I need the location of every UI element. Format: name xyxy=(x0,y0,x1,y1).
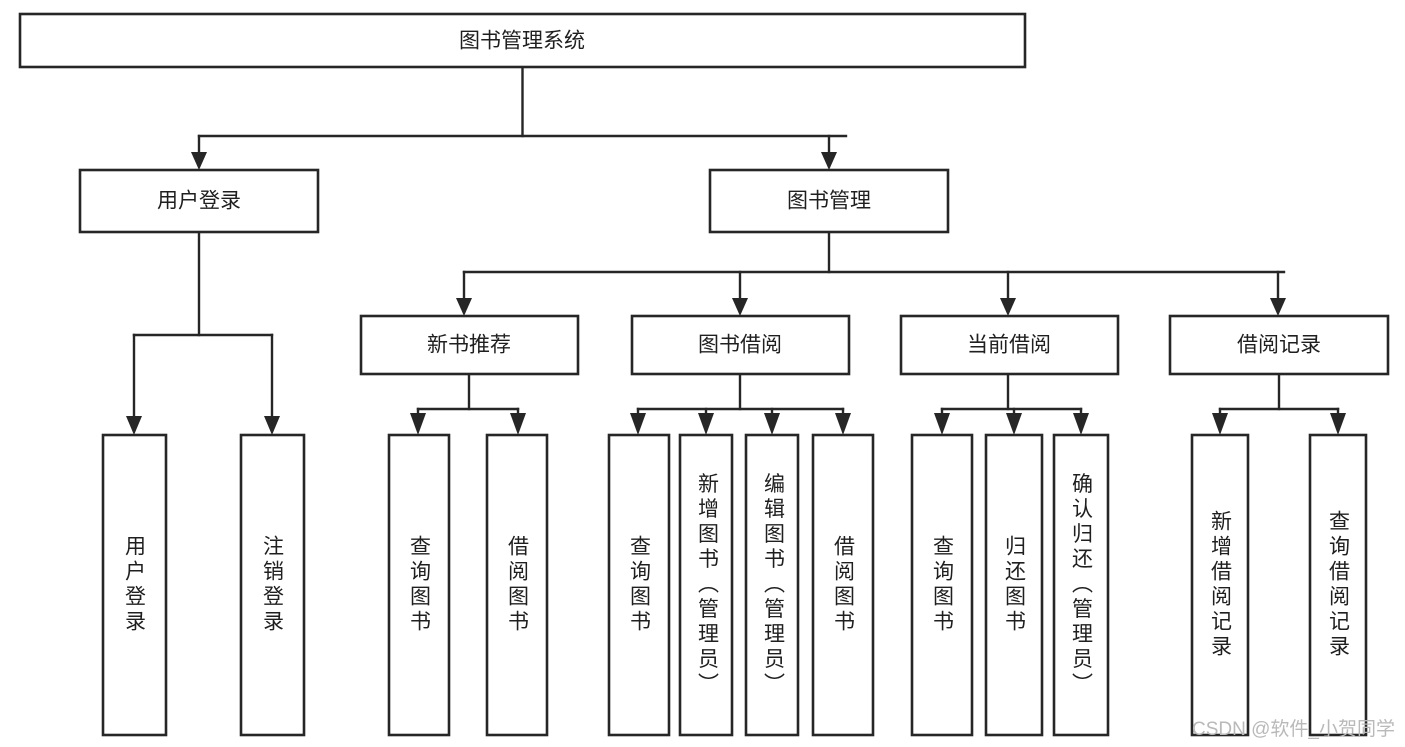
leaf-confirm-return-admin-box[interactable] xyxy=(1052,433,1110,737)
leaf-borrow-book-label: 借阅图书 xyxy=(832,535,856,635)
leaf-query-book-recommend-box[interactable] xyxy=(387,433,451,737)
leaf-user-login-box[interactable] xyxy=(101,433,168,737)
leaf-add-borrow-record-label: 新增借阅记录 xyxy=(1209,510,1233,660)
leaf-add-book-admin-box[interactable] xyxy=(678,433,734,737)
node-book-borrow-label: 图书借阅 xyxy=(698,334,782,357)
arrow-head-icon xyxy=(1073,413,1089,435)
leaf-logout[interactable]: 注销登录 xyxy=(239,433,306,737)
node-book-management[interactable]: 图书管理 xyxy=(708,168,950,234)
node-book-management-box[interactable] xyxy=(708,168,950,234)
node-new-book-recommend-label: 新书推荐 xyxy=(427,334,511,357)
leaf-query-book-borrow-label: 查询图书 xyxy=(628,535,652,635)
node-borrow-records[interactable]: 借阅记录 xyxy=(1168,314,1390,376)
node-new-book-recommend[interactable]: 新书推荐 xyxy=(359,314,580,376)
leaf-query-book-current[interactable]: 查询图书 xyxy=(910,433,974,737)
leaf-query-book-borrow[interactable]: 查询图书 xyxy=(607,433,671,737)
arrow-head-icon xyxy=(510,413,526,435)
arrow-head-icon xyxy=(1006,413,1022,435)
node-book-borrow[interactable]: 图书借阅 xyxy=(630,314,851,376)
arrow-head-icon xyxy=(1330,413,1346,435)
arrow-head-icon xyxy=(934,413,950,435)
arrow-head-icon xyxy=(1000,298,1016,316)
node-book-borrow-box[interactable] xyxy=(630,314,851,376)
leaf-add-book-admin[interactable]: 新增图书（管理员） xyxy=(678,433,734,737)
leaf-query-borrow-record-box[interactable] xyxy=(1308,433,1368,737)
leaf-user-login[interactable]: 用户登录 xyxy=(101,433,168,737)
arrow-head-icon xyxy=(835,413,851,435)
leaf-borrow-book-recommend[interactable]: 借阅图书 xyxy=(485,433,549,737)
leaf-add-borrow-record[interactable]: 新增借阅记录 xyxy=(1190,433,1250,737)
leaf-query-book-borrow-box[interactable] xyxy=(607,433,671,737)
leaf-query-borrow-record-label: 查询借阅记录 xyxy=(1327,510,1351,660)
arrow-head-icon xyxy=(764,413,780,435)
node-current-borrow[interactable]: 当前借阅 xyxy=(899,314,1120,376)
leaf-edit-book-admin-label: 编辑图书（管理员） xyxy=(762,473,786,698)
arrow-head-icon xyxy=(410,413,426,435)
connector-group-root xyxy=(191,65,848,170)
node-current-borrow-label: 当前借阅 xyxy=(967,334,1051,357)
node-book-management-label: 图书管理 xyxy=(787,190,871,213)
leaf-query-book-recommend-label: 查询图书 xyxy=(408,535,432,635)
leaf-borrow-book-recommend-label: 借阅图书 xyxy=(506,535,530,635)
node-user-login-label: 用户登录 xyxy=(157,190,241,213)
leaf-borrow-book-recommend-box[interactable] xyxy=(485,433,549,737)
leaf-confirm-return-admin-label: 确认归还（管理员） xyxy=(1070,473,1094,698)
node-root[interactable]: 图书管理系统 xyxy=(18,12,1027,69)
leaf-edit-book-admin[interactable]: 编辑图书（管理员） xyxy=(744,433,800,737)
arrow-head-icon xyxy=(191,152,207,170)
leaf-return-book-label: 归还图书 xyxy=(1003,535,1027,635)
arrow-head-icon xyxy=(732,298,748,316)
node-new-book-recommend-box[interactable] xyxy=(359,314,580,376)
leaf-add-borrow-record-box[interactable] xyxy=(1190,433,1250,737)
leaf-borrow-book-box[interactable] xyxy=(811,433,875,737)
leaf-add-book-admin-label: 新增图书（管理员） xyxy=(696,473,720,698)
leaf-return-book-box[interactable] xyxy=(984,433,1044,737)
leaf-query-borrow-record[interactable]: 查询借阅记录 xyxy=(1308,433,1368,737)
connector-group-newbook xyxy=(410,372,526,435)
connector-group-records xyxy=(1212,372,1346,435)
arrow-head-icon xyxy=(126,416,142,435)
leaf-user-login-label: 用户登录 xyxy=(123,535,147,635)
arrow-head-icon xyxy=(264,416,280,435)
leaf-confirm-return-admin[interactable]: 确认归还（管理员） xyxy=(1052,433,1110,737)
leaf-query-book-current-box[interactable] xyxy=(910,433,974,737)
connector-group-borrow xyxy=(630,372,851,435)
connector-group-current xyxy=(934,372,1089,435)
arrow-head-icon xyxy=(1212,413,1228,435)
node-current-borrow-box[interactable] xyxy=(899,314,1120,376)
node-user-login[interactable]: 用户登录 xyxy=(78,168,320,234)
connector-group-login xyxy=(126,230,280,435)
node-root-label: 图书管理系统 xyxy=(459,30,585,53)
leaf-logout-label: 注销登录 xyxy=(261,535,285,635)
connector-group-bookmgmt xyxy=(456,230,1286,316)
arrow-head-icon xyxy=(630,413,646,435)
arrow-head-icon xyxy=(698,413,714,435)
node-root-box[interactable] xyxy=(18,12,1027,69)
arrow-head-icon xyxy=(1270,298,1286,316)
node-borrow-records-label: 借阅记录 xyxy=(1237,334,1321,357)
leaf-return-book[interactable]: 归还图书 xyxy=(984,433,1044,737)
leaf-logout-box[interactable] xyxy=(239,433,306,737)
arrow-head-icon xyxy=(821,152,837,170)
arrow-head-icon xyxy=(456,298,472,316)
leaf-borrow-book[interactable]: 借阅图书 xyxy=(811,433,875,737)
leaf-query-book-current-label: 查询图书 xyxy=(931,535,955,635)
node-borrow-records-box[interactable] xyxy=(1168,314,1390,376)
leaf-query-book-recommend[interactable]: 查询图书 xyxy=(387,433,451,737)
node-user-login-box[interactable] xyxy=(78,168,320,234)
leaf-edit-book-admin-box[interactable] xyxy=(744,433,800,737)
